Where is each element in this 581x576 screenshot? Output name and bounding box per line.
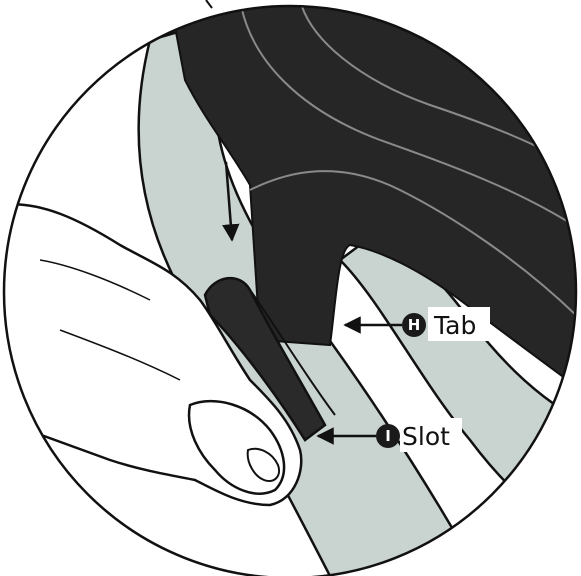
tab-label: Tab (433, 311, 476, 340)
leader-line (206, 0, 212, 8)
slot-badge-letter: I (385, 427, 391, 445)
slot-label: Slot (402, 422, 450, 451)
tab-badge-letter: H (408, 316, 421, 334)
